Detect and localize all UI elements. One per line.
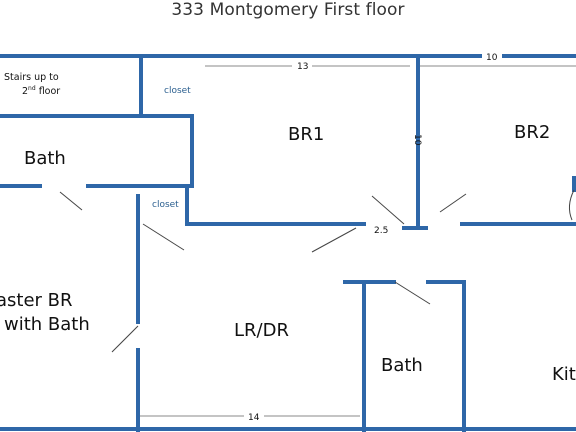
dimension-lines [140,65,576,417]
bath-label-mid: Bath [381,355,423,376]
door-swings [59,189,575,353]
dimension-br1-width: 13 [297,62,308,72]
dimension-br1-height: 10 [412,134,422,146]
lrdr-label: LR/DR [234,320,289,341]
master-br-label: aster BR [0,290,73,311]
closet-label-middle: closet [152,200,179,210]
plan-title: 333 Montgomery First floor [171,0,405,20]
kitchen-label: Kit [552,364,576,385]
dimension-lrdr-width: 14 [248,413,260,423]
bath-label-top: Bath [24,148,66,169]
master-bath-label: with Bath [4,314,90,335]
br2-label: BR2 [514,122,550,143]
dimension-door-gap: 2.5 [374,226,388,236]
walls [0,54,576,432]
stairs-label-floor: 2nd floor [22,85,60,97]
dimension-top-right: 10 [486,53,498,63]
stairs-label: Stairs up to [4,72,59,83]
closet-label-top: closet [164,86,191,96]
br1-label: BR1 [288,124,324,145]
